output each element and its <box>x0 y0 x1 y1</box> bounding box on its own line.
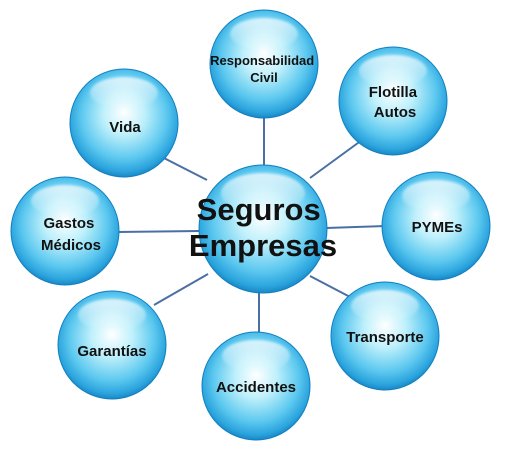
node-label: Responsabilidad Civil <box>210 53 318 85</box>
node-vida: Vida <box>69 68 179 178</box>
connector-transporte <box>309 275 353 299</box>
node-transporte: Transporte <box>330 281 440 391</box>
node-label-line: Transporte <box>346 329 424 346</box>
center-label: Seguros Empresas <box>189 192 337 263</box>
connectors <box>117 115 385 332</box>
bubble-highlight <box>230 18 298 50</box>
node-label-line: Vida <box>109 119 141 136</box>
node-label: Garantías <box>77 343 146 360</box>
center-node: Seguros Empresas <box>189 164 337 294</box>
node-flotilla-autos: Flotilla Autos <box>338 46 448 156</box>
bubble-highlight <box>351 290 419 322</box>
bubble-highlight <box>31 185 99 217</box>
bubble-highlight <box>78 299 146 331</box>
node-accidentes: Accidentes <box>201 331 311 441</box>
node-label: Gastos Médicos <box>41 215 101 254</box>
node-responsabilidad-civil: Responsabilidad Civil <box>209 9 319 119</box>
node-label: Flotilla Autos <box>369 84 422 121</box>
node-label-line: Médicos <box>41 237 101 254</box>
node-garantias: Garantías <box>57 290 167 400</box>
node-pymes: PYMEs <box>381 171 491 281</box>
connector-garantias <box>153 273 209 306</box>
connector-gastos-medicos <box>117 230 201 233</box>
node-label-line: Garantías <box>77 343 146 360</box>
node-label-line: Accidentes <box>216 379 296 396</box>
bubble-highlight <box>359 55 427 87</box>
node-label: Accidentes <box>216 379 296 396</box>
node-label: Transporte <box>346 329 424 346</box>
center-label-line: Empresas <box>189 228 337 263</box>
bubble-highlight <box>222 340 290 372</box>
connector-flotilla-autos <box>309 139 363 179</box>
node-label-line: Gastos <box>43 215 94 232</box>
node-label-line: Autos <box>374 104 417 121</box>
center-label-line: Seguros <box>197 192 321 227</box>
center-bubble-highlight <box>221 173 305 213</box>
connector-vida <box>157 154 208 181</box>
node-label-line: PYMEs <box>412 219 463 236</box>
node-label-line: Responsabilidad <box>210 53 314 68</box>
node-label-line: Flotilla <box>369 84 418 101</box>
connector-pymes <box>325 225 385 229</box>
bubble-highlight <box>402 180 470 212</box>
node-label: PYMEs <box>412 219 463 236</box>
node-label: Vida <box>109 119 141 136</box>
node-gastos-medicos: Gastos Médicos <box>10 176 120 286</box>
node-label-line: Civil <box>250 70 277 85</box>
bubble-highlight <box>90 77 158 109</box>
